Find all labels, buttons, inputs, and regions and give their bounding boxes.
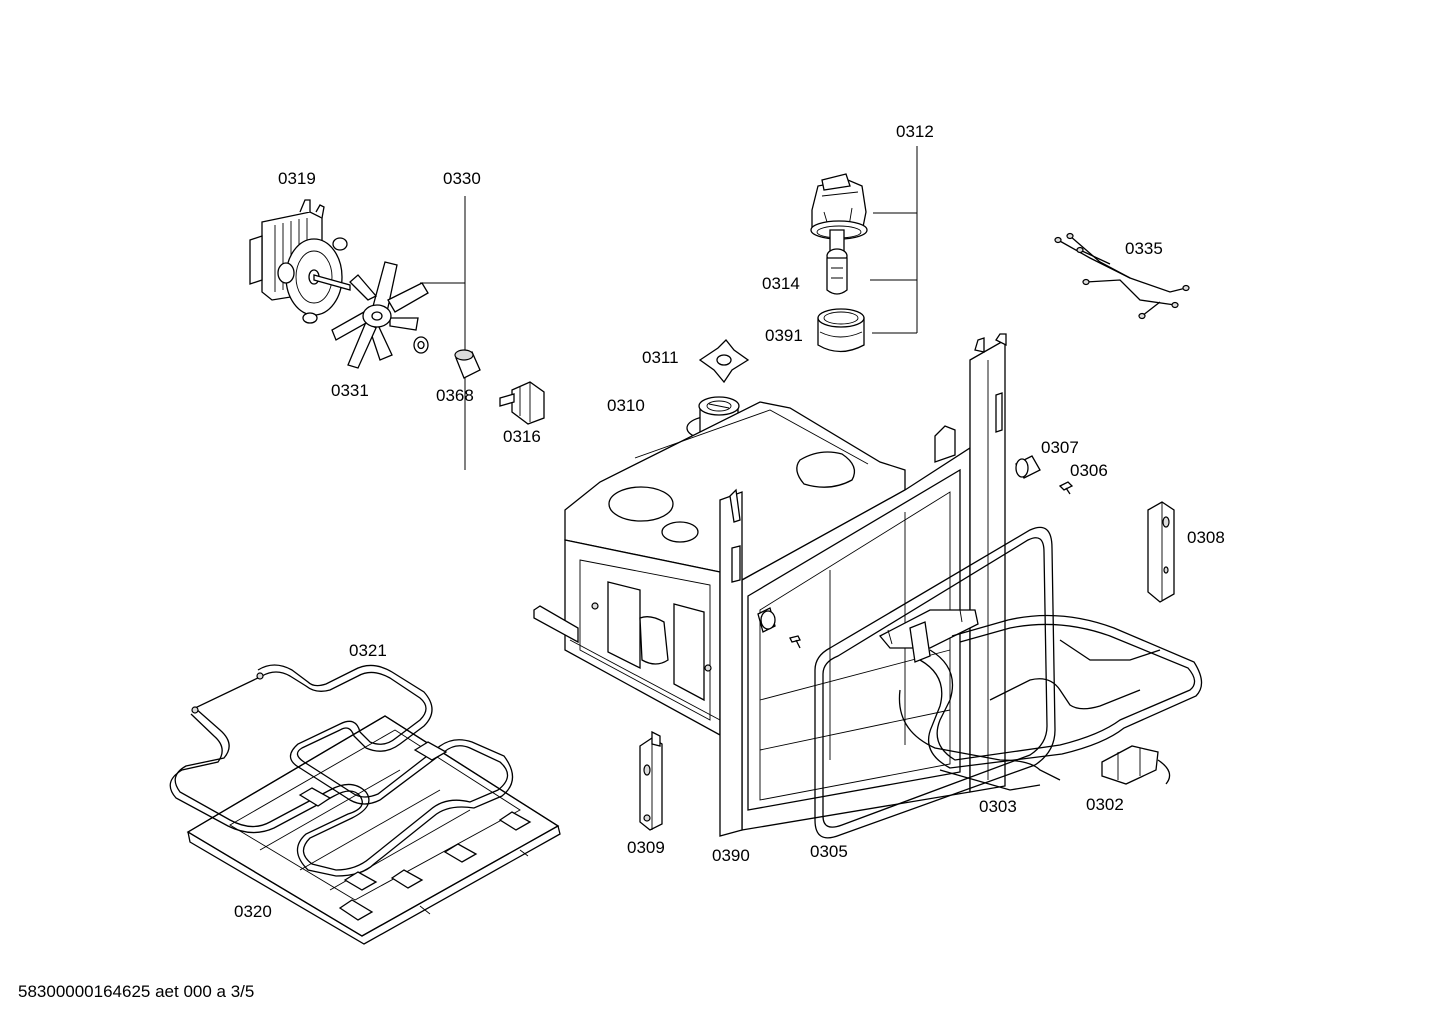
label-0319: 0319 bbox=[278, 169, 316, 188]
left-hinge-part bbox=[639, 730, 663, 831]
label-0312: 0312 bbox=[896, 122, 934, 141]
label-0303: 0303 bbox=[979, 797, 1017, 816]
ring-heater-part bbox=[814, 526, 1056, 839]
label-0331: 0331 bbox=[331, 381, 369, 400]
label-0320: 0320 bbox=[234, 902, 272, 921]
fan-blade-part bbox=[331, 261, 429, 369]
label-0390: 0390 bbox=[712, 846, 750, 865]
label-0311: 0311 bbox=[642, 348, 679, 367]
label-0330: 0330 bbox=[443, 169, 481, 188]
grill-tray-part bbox=[186, 715, 561, 945]
top-heater-part bbox=[169, 664, 514, 877]
label-0335: 0335 bbox=[1125, 239, 1163, 258]
washer-part bbox=[413, 336, 429, 354]
label-0307: 0307 bbox=[1041, 438, 1079, 457]
label-0310: 0310 bbox=[607, 396, 645, 415]
label-0306: 0306 bbox=[1070, 461, 1108, 480]
oven-cavity-part bbox=[533, 333, 1007, 837]
label-0302: 0302 bbox=[1086, 795, 1124, 814]
label-0309: 0309 bbox=[627, 838, 665, 857]
nut-part bbox=[454, 349, 481, 379]
fan-bracket-part bbox=[698, 339, 750, 384]
lamp-holder-part bbox=[810, 173, 868, 240]
knob-part bbox=[1015, 455, 1041, 479]
right-hinge-part bbox=[1147, 501, 1175, 603]
screw-part bbox=[1058, 481, 1074, 495]
label-0316: 0316 bbox=[503, 427, 541, 446]
label-0321: 0321 bbox=[349, 641, 387, 660]
label-0305: 0305 bbox=[810, 842, 848, 861]
label-0391: 0391 bbox=[765, 326, 803, 345]
lamp-cover-part bbox=[817, 308, 865, 353]
lamp-bulb-part bbox=[826, 229, 848, 295]
clip-part bbox=[499, 381, 545, 425]
label-0314: 0314 bbox=[762, 274, 800, 293]
grill-element-part bbox=[898, 614, 1203, 791]
leader-lines bbox=[420, 146, 918, 470]
label-0368: 0368 bbox=[436, 386, 474, 405]
label-0308: 0308 bbox=[1187, 528, 1225, 547]
wire-harness-part bbox=[1054, 232, 1190, 320]
small-screw-part bbox=[789, 635, 801, 649]
document-code: 58300000164625 aet 000 a 3/5 bbox=[18, 982, 254, 1001]
part-labels: 0319 0330 0331 0368 0316 0312 0314 0391 … bbox=[234, 122, 1225, 921]
terminal-bracket-part bbox=[1101, 745, 1171, 785]
fan-motor-part bbox=[249, 199, 351, 324]
